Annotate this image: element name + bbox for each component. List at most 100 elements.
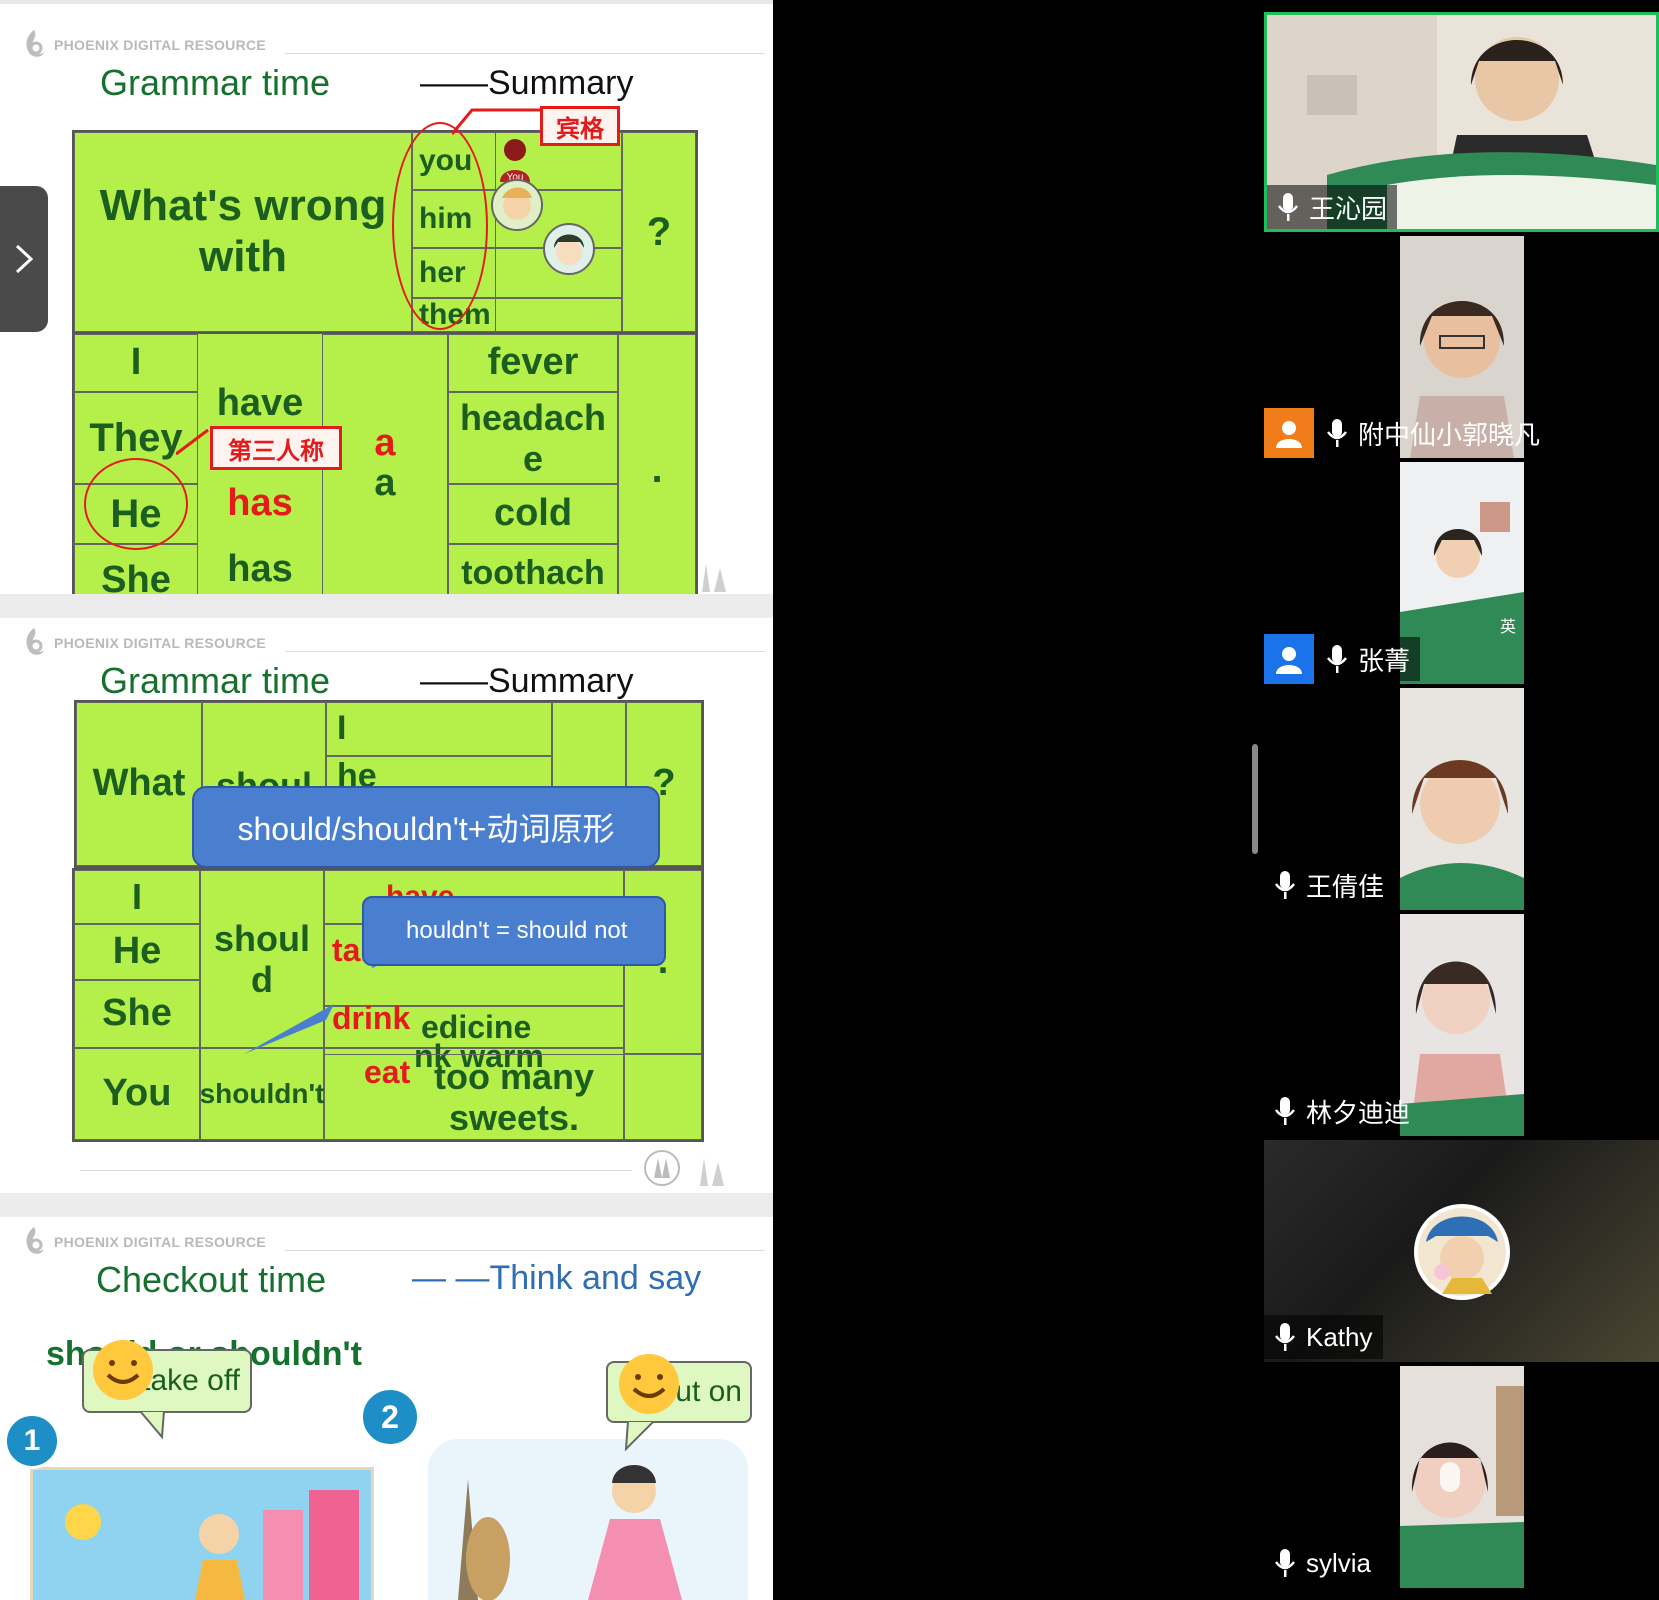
avatar-badge [1264,408,1314,458]
participant-tile-4[interactable]: 王倩佳 [1264,688,1659,910]
object-medicine: edicine [324,1006,624,1048]
highlight-oval [392,122,488,330]
svg-text:You: You [507,172,524,183]
brand-header: PHOENIX DIGITAL RESOURCE [20,626,266,660]
participant-name-tag: 张菁 [1316,637,1421,681]
pronoun-img-cell [496,298,622,332]
participant-tile-3[interactable]: 英 张菁 [1264,462,1659,684]
pointer-line [452,108,542,135]
third-person-tag: 第三人称 [210,426,342,470]
participant-tile-6[interactable]: Kathy [1264,1140,1659,1362]
svg-text:英: 英 [1500,617,1516,636]
participant-video [1267,15,1656,229]
participant-tile-7[interactable]: sylvia [1264,1366,1659,1588]
microphone-icon[interactable] [1274,870,1296,900]
slide-title: Checkout time [96,1259,327,1300]
microphone-icon[interactable] [1326,644,1348,674]
what-cell: What [76,702,202,866]
girl-face-icon [543,223,595,275]
article-a: a [374,462,396,504]
pointer-line [176,428,209,456]
he-highlight-oval [84,458,188,550]
verb-have: have [216,382,304,424]
subject-you: You [74,1048,200,1140]
hot-day-illustration [65,1490,359,1600]
participant-avatar [1414,1204,1510,1300]
participant-video [1400,1366,1524,1588]
microphone-icon[interactable] [1274,1096,1296,1126]
participant-video: 英 [1400,462,1524,684]
illness-toothache: toothach [448,544,618,594]
slide-title: Grammar time [100,660,331,701]
subject-she: She [74,544,198,594]
object-sweets: too many sweets. [324,1054,624,1140]
smiley-emoji-icon [93,1340,153,1400]
microphone-icon[interactable] [1274,1548,1296,1578]
slide-grammar-summary-1: PHOENIX DIGITAL RESOURCE Grammar time ——… [0,0,773,594]
slide-grammar-summary-2: PHOENIX DIGITAL RESOURCE Grammar time ——… [0,618,773,1193]
microphone-icon[interactable] [1274,1322,1296,1352]
participant-video [1400,914,1524,1136]
verb-has: has [227,548,293,590]
grammar-rule-bubble: should/shouldn't+动词原形 [192,786,660,868]
brand-text: PHOENIX DIGITAL RESOURCE [54,1234,267,1250]
divider [285,53,765,54]
microphone-icon[interactable] [1277,192,1299,222]
scene-hot-day [30,1467,374,1600]
slide-checkout-time: PHOENIX DIGITAL RESOURCE Checkout time —… [0,1217,773,1600]
illness-cold: cold [448,484,618,544]
slide-gap [0,1193,773,1217]
microphone-icon[interactable] [1326,418,1348,448]
subject-i: I [74,334,198,392]
participant-name: 附中仙小郭晓凡 [1358,419,1541,450]
participant-name: 王倩佳 [1306,871,1385,902]
pagoda-decoration-icon [700,1158,724,1186]
word-drink: drink [332,1000,411,1036]
empty-cell [624,1054,702,1140]
phoenix-logo-icon [26,30,44,57]
slide-nav-expand-button[interactable] [0,186,48,332]
bubble-tail [140,1411,166,1439]
participant-name: Kathy [1306,1321,1373,1352]
cold-day-illustration [458,1465,682,1600]
brand-text: PHOENIX DIGITAL RESOURCE [54,37,267,53]
participant-tile-5[interactable]: 林夕迪迪 [1264,914,1659,1136]
participant-tile-1[interactable]: 王沁园 [1264,12,1659,232]
scrollbar[interactable] [1252,744,1258,854]
period: . [618,334,696,594]
subject-she: She [74,980,200,1048]
participant-name-tag: Kathy [1264,1315,1383,1359]
participant-tile-2[interactable]: 附中仙小郭晓凡 [1264,236,1659,458]
divider [80,1170,632,1171]
you-person-icon: You [500,139,530,183]
participant-name-tag: sylvia [1264,1541,1381,1585]
pagoda-seal-icon [644,1150,680,1186]
participant-name-tag: 附中仙小郭晓凡 [1316,411,1550,455]
slide-subtitle: ——Summary [420,662,634,700]
brand-header: PHOENIX DIGITAL RESOURCE [20,28,266,62]
question-mark: ? [622,132,696,332]
article-a-red: a [374,422,396,464]
pron-i: I [326,702,552,756]
question-table: What's wrong with you him her them ? You [72,130,698,334]
person-placeholder-icon [1276,647,1302,674]
subject-table: I They He She have has has a a fever hea… [72,332,698,594]
question-cell: What's wrong with [74,132,412,332]
word-eat: eat [364,1054,411,1090]
phoenix-logo-icon [26,628,44,655]
pagoda-decoration-icon [702,564,726,592]
verb-has-red: has [227,482,293,524]
participant-name-tag: 王沁园 [1267,185,1398,229]
shared-slides-panel[interactable]: PHOENIX DIGITAL RESOURCE Grammar time ——… [0,0,773,1600]
objective-case-tag: 宾格 [540,106,620,146]
avatar-badge [1264,634,1314,684]
participant-video [1400,688,1524,910]
slide-subtitle: ——Summary [420,64,634,102]
shouldnt-note-bubble: houldn't = should not [362,896,666,966]
verb-shouldnt: shouldn't [200,1048,324,1140]
divider [285,1250,765,1251]
brand-text: PHOENIX DIGITAL RESOURCE [54,635,267,651]
verb-should: shoul d [200,870,324,1048]
participant-name-tag: 王倩佳 [1264,863,1394,907]
participant-name-tag: 林夕迪迪 [1264,1089,1420,1133]
